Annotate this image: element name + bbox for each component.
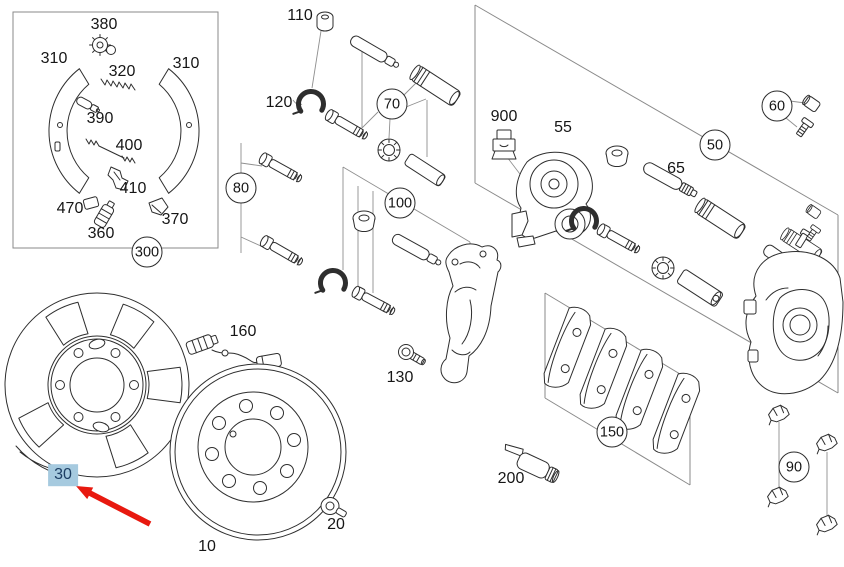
callout-900[interactable]: 900 <box>490 108 518 125</box>
callout-470[interactable]: 470 <box>56 200 84 217</box>
callout-60[interactable]: 60 <box>761 90 793 122</box>
callout-110[interactable]: 110 <box>287 7 313 24</box>
part-spring-400 <box>85 138 136 164</box>
callout-300[interactable]: 300 <box>131 236 163 268</box>
part-bolt-130 <box>398 344 426 366</box>
part-retaining-clip-2 <box>812 432 839 455</box>
group-guide-hardware <box>257 11 502 384</box>
part-adjuster-screw-360 <box>93 200 115 228</box>
part-lever-410 <box>107 166 129 191</box>
group-brake-pads <box>504 303 705 484</box>
callout-370[interactable]: 370 <box>161 211 189 228</box>
callout-310-right[interactable]: 310 <box>172 55 200 72</box>
part-nut-55 <box>605 145 629 167</box>
part-spring-320 <box>100 78 136 91</box>
part-bolt-100 <box>350 284 398 318</box>
callout-120[interactable]: 120 <box>265 94 293 111</box>
part-bleed-cap-60 <box>800 93 822 114</box>
part-caliper-body <box>743 228 844 395</box>
callout-360[interactable]: 360 <box>87 225 115 242</box>
part-guide-pin-70 <box>348 33 402 72</box>
callout-10[interactable]: 10 <box>198 538 216 555</box>
highlight-arrow <box>76 486 152 527</box>
part-cap-100 <box>352 210 376 232</box>
part-brake-shoe-right <box>158 68 200 194</box>
callout-90[interactable]: 90 <box>778 451 810 483</box>
part-actuator-55 <box>511 151 593 248</box>
callout-130[interactable]: 130 <box>386 369 414 386</box>
callout-50[interactable]: 50 <box>699 129 731 161</box>
callout-390[interactable]: 390 <box>86 110 114 127</box>
part-bolt-70 <box>323 107 371 143</box>
callout-80[interactable]: 80 <box>225 172 257 204</box>
part-pin-390 <box>76 96 100 113</box>
part-block-470 <box>82 196 100 210</box>
part-pin-65 <box>643 162 698 198</box>
part-guide-bushing-50a <box>692 196 748 241</box>
part-grease-tube-200 <box>504 443 560 484</box>
part-cover-plate-30 <box>4 292 190 479</box>
callout-200[interactable]: 200 <box>497 470 525 487</box>
part-bearing-50 <box>651 256 675 280</box>
callout-20[interactable]: 20 <box>327 516 345 533</box>
part-brake-shoe-left <box>48 68 90 194</box>
callout-55[interactable]: 55 <box>554 119 572 136</box>
part-guide-bushing-70 <box>407 63 463 108</box>
part-bolt-50 <box>595 222 643 257</box>
callout-400[interactable]: 400 <box>115 137 143 154</box>
part-bolt-80b <box>258 233 306 269</box>
group-parking-brake-kit <box>48 34 200 228</box>
part-brake-disc-10 <box>169 363 347 541</box>
callout-150[interactable]: 150 <box>596 416 628 448</box>
callout-70[interactable]: 70 <box>376 88 408 120</box>
part-bolt-80a <box>257 151 305 186</box>
part-retaining-clip-3 <box>763 485 790 508</box>
part-sleeve-70 <box>404 153 446 187</box>
group-disc-and-plate <box>4 292 347 541</box>
part-cap-110 <box>316 11 334 32</box>
part-retaining-clip-4 <box>812 513 839 536</box>
part-guide-pin-100 <box>390 232 444 269</box>
callout-65[interactable]: 65 <box>667 160 685 177</box>
part-seal-ring-120 <box>293 91 323 113</box>
part-caliper-bracket <box>440 243 502 384</box>
callout-380[interactable]: 380 <box>90 16 118 33</box>
group-caliper-50 <box>491 93 844 395</box>
part-seal-ring-100 <box>315 270 345 292</box>
part-adjuster-gear-380 <box>89 34 116 56</box>
part-retaining-clip-1 <box>764 403 791 426</box>
part-connector-900 <box>491 129 517 160</box>
part-piston-50 <box>677 269 723 307</box>
callout-310-left[interactable]: 310 <box>40 50 68 67</box>
part-bearing-70 <box>377 138 401 162</box>
callout-160[interactable]: 160 <box>229 323 257 340</box>
callout-100[interactable]: 100 <box>384 187 416 219</box>
callout-30-highlighted[interactable]: 30 <box>48 464 78 486</box>
part-bleed-cap-lower <box>804 203 822 220</box>
part-bleed-screw-60 <box>793 116 815 140</box>
callout-410[interactable]: 410 <box>119 180 147 197</box>
part-wedge-370 <box>148 197 169 216</box>
callout-320[interactable]: 320 <box>108 63 136 80</box>
part-screw-20 <box>320 497 347 518</box>
part-brake-pad-4 <box>648 369 705 459</box>
